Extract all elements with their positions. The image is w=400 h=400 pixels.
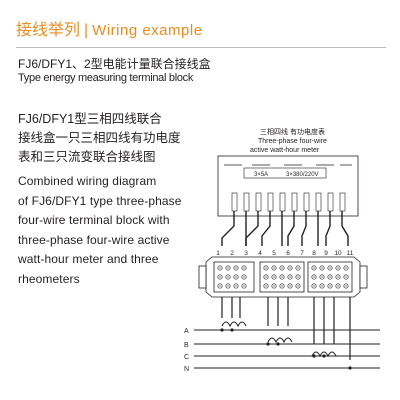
meter-label-en-2: active watt-hour meter — [250, 147, 320, 154]
phase-label-a: A — [184, 328, 189, 335]
meter-current-rating: 3×5A — [254, 172, 268, 178]
current-transformers — [221, 321, 337, 358]
wiring-diagram: 三相四线 有功电度表 Three-phase four-wire active … — [184, 127, 380, 373]
description-en-line: Combined wiring diagram — [18, 174, 157, 188]
description-en-line: of FJ6/DFY1 type three-phase — [18, 193, 182, 208]
terminal-block-right-ear — [359, 265, 368, 289]
terminal-number: 7 — [300, 250, 304, 257]
meter-terminal — [315, 192, 322, 212]
meter-terminal — [303, 192, 310, 212]
description-en-line: three-phase four-wire active — [18, 232, 170, 247]
terminal-number: 5 — [272, 250, 276, 257]
phase-label-n: N — [184, 366, 189, 373]
meter-terminal — [267, 192, 274, 212]
terminal-number: 3 — [244, 250, 248, 257]
phase-labels: A B C N — [184, 328, 189, 373]
meter-label-en-1: Three-phase four-wire — [258, 138, 327, 145]
terminal-number: 6 — [286, 250, 290, 257]
terminal-number: 11 — [347, 250, 354, 257]
meter-terminal — [291, 192, 298, 212]
header-title-en: Wiring example — [92, 22, 203, 39]
terminal-number: 1 — [216, 250, 220, 257]
header-title-cn: 接线举列 — [16, 22, 81, 39]
terminal-number: 8 — [312, 250, 316, 257]
phase-label-c: C — [184, 354, 189, 361]
terminal-number: 2 — [230, 250, 234, 257]
terminal-block-left-ear — [198, 265, 207, 289]
description-en: Combined wiring diagram of FJ6/DFY1 type… — [18, 172, 218, 289]
header: 接线举列|Wiring example — [16, 20, 386, 42]
meter-nameplate — [243, 167, 327, 179]
current-transformer-c — [311, 351, 337, 358]
current-transformer-a — [221, 321, 247, 328]
meter-leads — [221, 211, 349, 246]
meter-label-cn: 三相四线 有功电度表 — [260, 127, 325, 136]
terminal-screws — [217, 265, 349, 289]
meter-terminal — [231, 192, 238, 212]
terminal-number: 9 — [324, 250, 328, 257]
subtitle-en: Type energy measuring terminal block — [18, 72, 194, 84]
description-en-line: four-wire terminal block with — [18, 213, 170, 227]
current-transformer-b — [267, 337, 293, 344]
ct-leads — [221, 297, 351, 360]
bus-junction-dots — [220, 328, 352, 370]
terminal-numbers: 1 2 3 4 5 6 7 8 9 10 11 — [216, 250, 354, 257]
phase-bus-lines — [194, 329, 380, 369]
terminal-number: 10 — [334, 250, 342, 257]
description-cn-line: FJ6/DFY1型三相四线联合 — [18, 112, 162, 126]
description-en-line: rheometers — [18, 271, 80, 286]
meter-terminal — [327, 192, 334, 212]
meter-terminal — [279, 192, 286, 212]
phase-label-b: B — [184, 342, 189, 349]
meter-terminals — [231, 192, 346, 212]
meter-terminal — [243, 192, 250, 212]
meter-terminal — [339, 192, 346, 212]
header-separator: | — [84, 22, 89, 39]
subtitle-cn: FJ6/DFY1、2型电能计量联合接线盒 — [18, 57, 211, 71]
description-cn: FJ6/DFY1型三相四线联合 接线盒一只三相四线有功电度 表和三只流变联合接线… — [18, 110, 218, 167]
description-en-line: watt-hour meter and three — [18, 252, 159, 266]
meter-terminal — [255, 192, 262, 212]
header-divider — [16, 47, 386, 48]
meter-voltage-rating: 3×380/220V — [286, 172, 319, 178]
meter-body — [217, 155, 359, 217]
description-cn-line: 接线盒一只三相四线有功电度 — [18, 131, 181, 145]
terminal-number: 4 — [258, 250, 262, 257]
description-cn-line: 表和三只流变联合接线图 — [18, 150, 156, 164]
